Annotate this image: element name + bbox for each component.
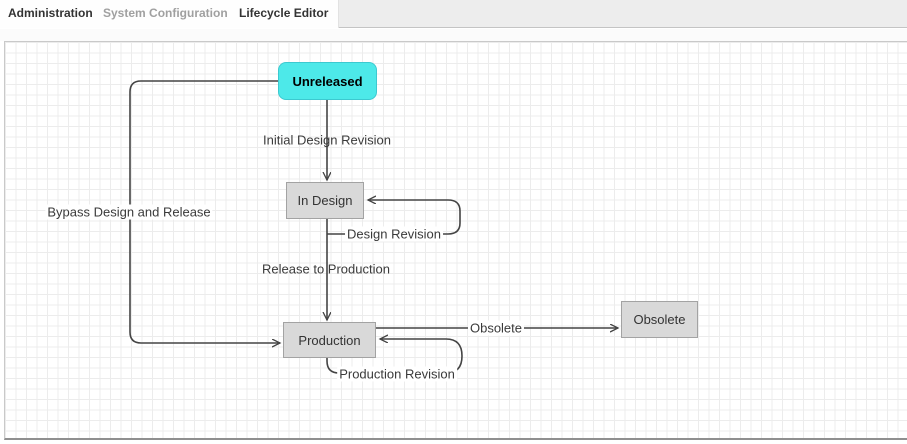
edge-production-revision: [326, 339, 463, 374]
state-box-unreleased[interactable]: Unreleased: [278, 62, 377, 100]
transition-label-release-to-production[interactable]: Release to Production: [262, 261, 390, 277]
menubar-background: [0, 0, 339, 28]
transition-label-obsolete[interactable]: Obsolete: [467, 320, 525, 336]
menu-item-administration[interactable]: Administration: [8, 6, 93, 20]
lifecycle-canvas[interactable]: Unreleased In Design Production Obsolete…: [4, 41, 907, 440]
toolbar-spacer: [0, 29, 907, 41]
transition-label-production-revision[interactable]: Production Revision: [337, 366, 457, 382]
menubar: Administration System Configuration Life…: [0, 0, 907, 28]
state-box-in-design[interactable]: In Design: [286, 182, 364, 219]
state-box-obsolete[interactable]: Obsolete: [621, 301, 698, 338]
state-box-production[interactable]: Production: [283, 322, 376, 358]
menu-item-system-configuration[interactable]: System Configuration: [103, 6, 228, 20]
edge-design-revision: [327, 200, 461, 235]
transition-label-design-revision[interactable]: Design Revision: [345, 226, 443, 242]
menu-item-lifecycle-editor[interactable]: Lifecycle Editor: [239, 6, 329, 20]
transition-label-bypass-design-and-release[interactable]: Bypass Design and Release: [45, 204, 213, 220]
transition-label-initial-design-revision[interactable]: Initial Design Revision: [263, 132, 391, 148]
